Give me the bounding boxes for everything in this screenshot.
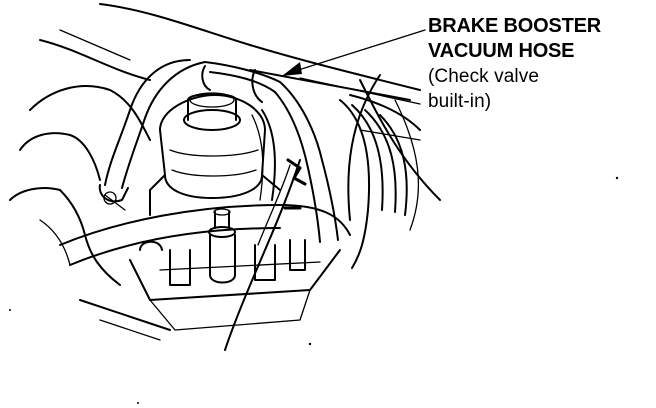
left-hose bbox=[98, 59, 206, 211]
callout-leader-arrow bbox=[282, 29, 426, 76]
brake-booster-callout: BRAKE BOOSTER VACUUM HOSE (Check valve b… bbox=[428, 14, 648, 114]
fluid-line bbox=[251, 109, 276, 201]
engine-block bbox=[59, 204, 351, 331]
callout-note-line2: built-in) bbox=[428, 91, 492, 112]
right-side-hoses bbox=[339, 74, 441, 269]
hood-edge-lines bbox=[39, 3, 421, 131]
callout-title-line1: BRAKE BOOSTER bbox=[428, 15, 601, 37]
callout-note-line1: (Check valve bbox=[428, 66, 540, 87]
harness-cable bbox=[224, 158, 307, 351]
scan-specks bbox=[9, 176, 619, 404]
callout-title-line2: VACUUM HOSE bbox=[428, 40, 575, 62]
left-fender-outline bbox=[9, 85, 171, 341]
master-cylinder-reservoir bbox=[149, 92, 281, 216]
